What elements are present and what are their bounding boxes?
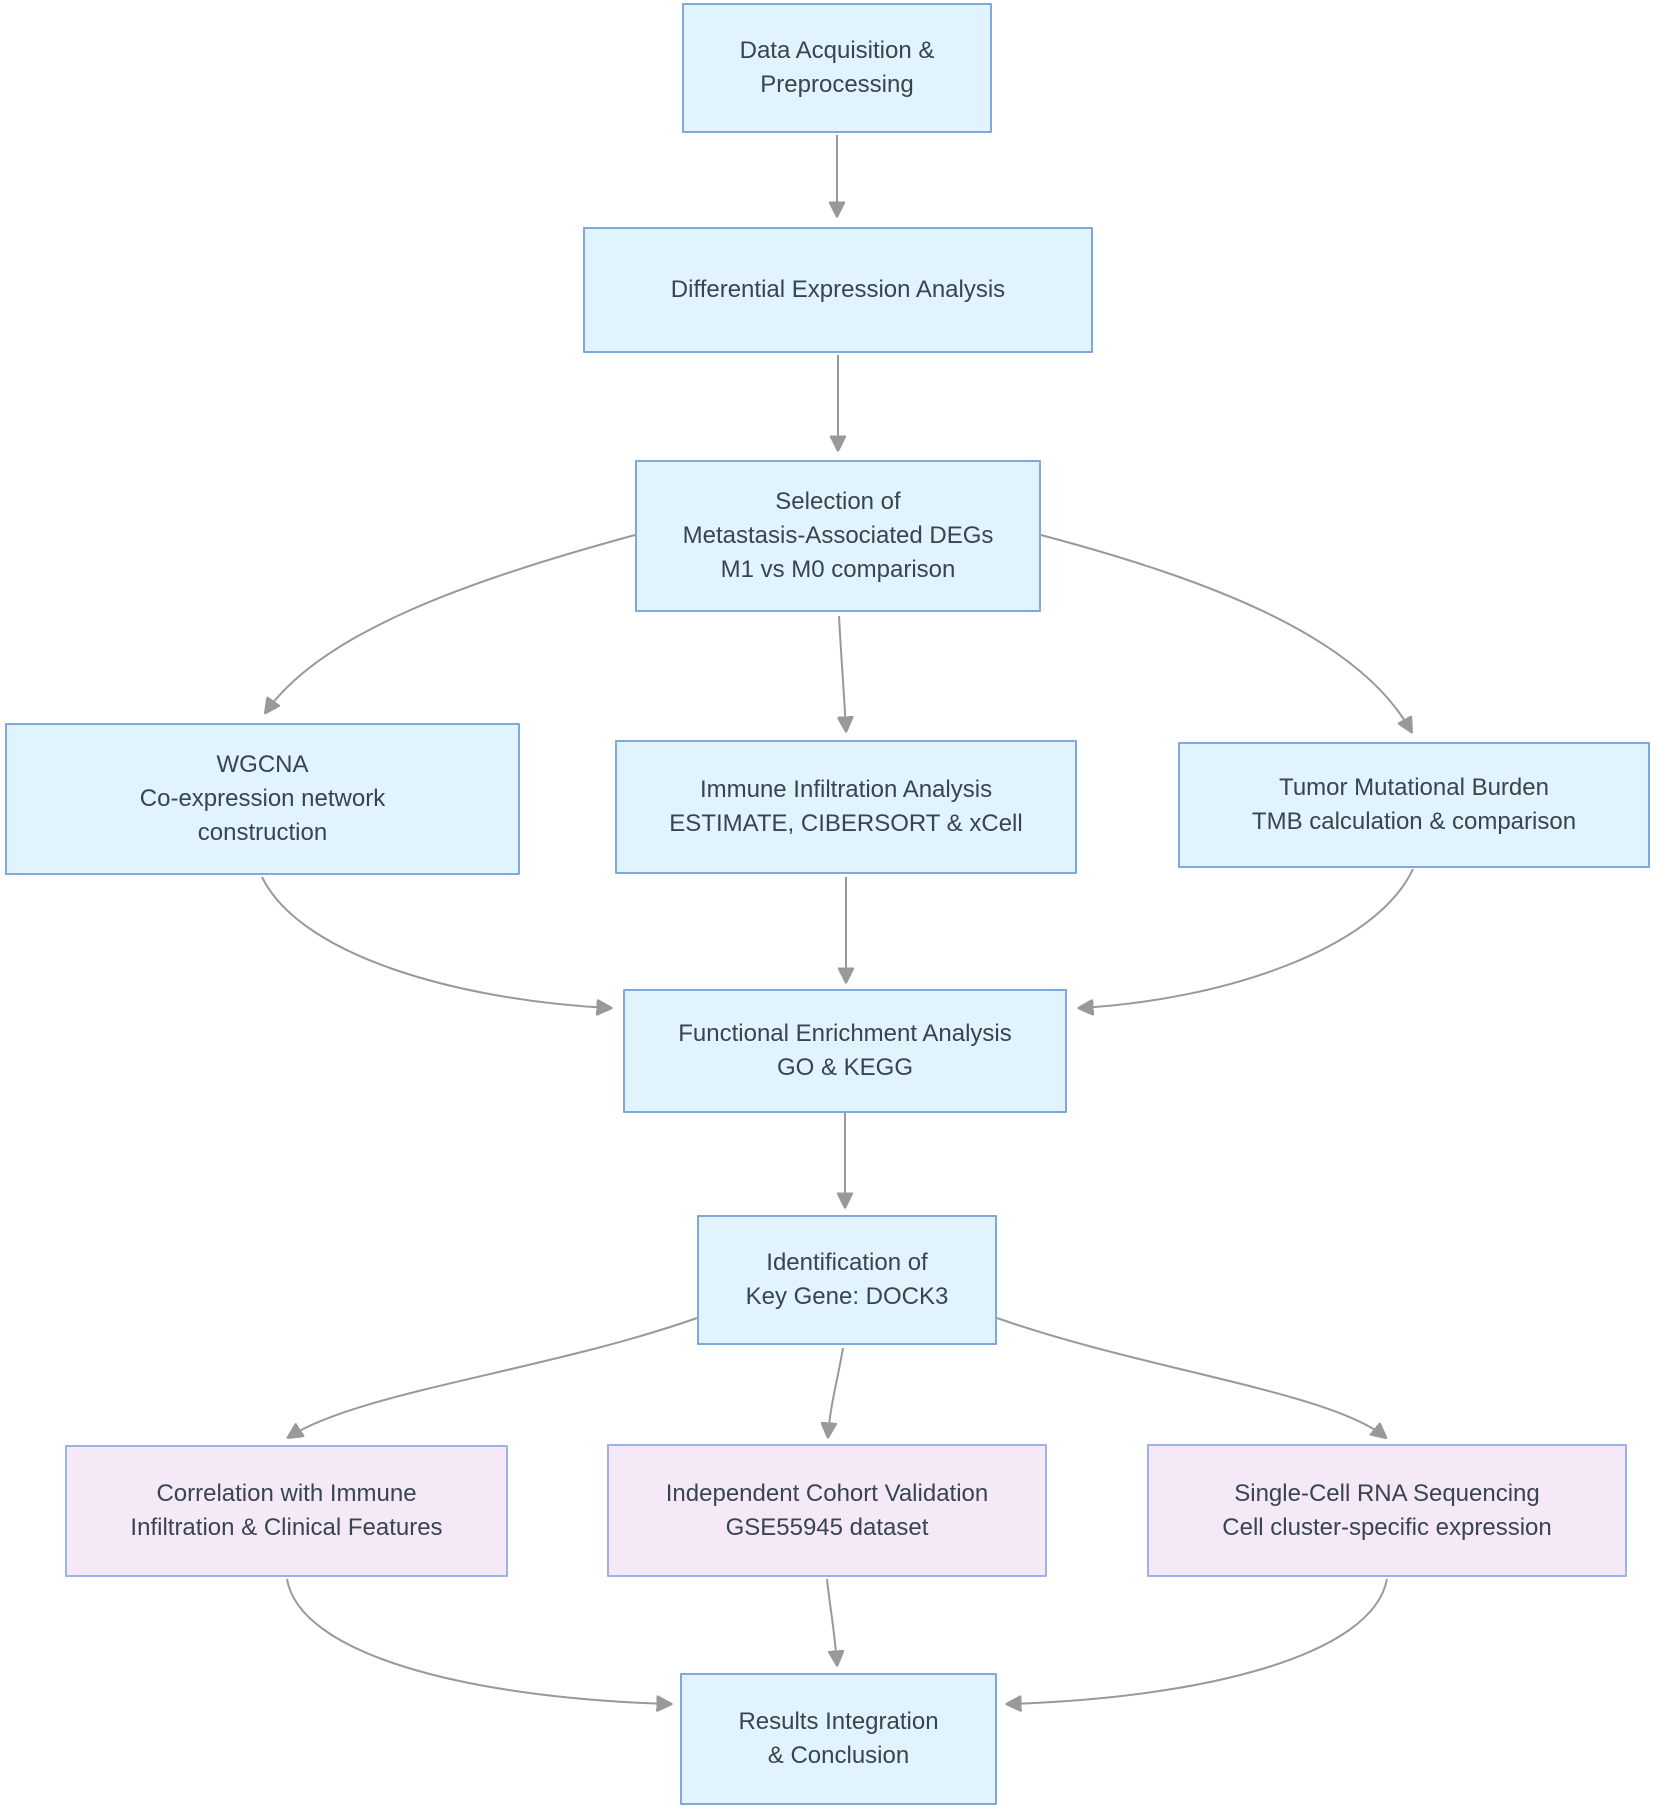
node-line: Immune Infiltration Analysis	[699, 776, 993, 803]
edge-deg-selection-to-wgcna	[266, 534, 636, 712]
node-line: TMB calculation & comparison	[1251, 808, 1577, 835]
node-line: GO & KEGG	[776, 1054, 914, 1081]
edge-key-gene-to-immune-correlation	[289, 1317, 698, 1437]
edge-tmb-to-functional-enrichment	[1080, 868, 1414, 1008]
edge-scrna-to-results	[1008, 1578, 1388, 1704]
node-line: Metastasis-Associated DEGs	[682, 522, 994, 549]
node-tmb: Tumor Mutational Burden TMB calculation …	[1178, 742, 1650, 868]
node-results: Results Integration & Conclusion	[680, 1673, 997, 1805]
node-immune-infiltration: Immune Infiltration Analysis ESTIMATE, C…	[615, 740, 1077, 874]
node-wgcna: WGCNA Co-expression network construction	[5, 723, 520, 875]
node-data-acquisition: Data Acquisition & Preprocessing	[682, 3, 992, 133]
node-line: ESTIMATE, CIBERSORT & xCell	[669, 810, 1023, 837]
node-line: Identification of	[766, 1249, 928, 1276]
edge-wgcna-to-functional-enrichment	[261, 876, 610, 1008]
node-line: Co-expression network	[139, 785, 386, 812]
node-line: & Conclusion	[767, 1742, 910, 1769]
node-line: Functional Enrichment Analysis	[678, 1020, 1012, 1047]
node-line: GSE55945 dataset	[725, 1513, 929, 1541]
node-deg-selection: Selection of Metastasis-Associated DEGs …	[635, 460, 1041, 612]
node-scrna: Single-Cell RNA Sequencing Cell cluster-…	[1147, 1444, 1627, 1577]
node-line: Preprocessing	[760, 71, 914, 98]
node-line: Cell cluster-specific expression	[1222, 1513, 1552, 1541]
node-line: Selection of	[775, 488, 901, 515]
node-line: Differential Expression Analysis	[670, 276, 1006, 303]
node-line: Data Acquisition &	[739, 37, 935, 64]
node-line: WGCNA	[216, 751, 309, 778]
edge-deg-selection-to-tmb	[1040, 534, 1411, 731]
node-line: Independent Cohort Validation	[665, 1479, 989, 1507]
node-line: Infiltration & Clinical Features	[130, 1514, 443, 1541]
node-line: Single-Cell RNA Sequencing	[1234, 1479, 1540, 1507]
node-line: Correlation with Immune	[156, 1480, 417, 1507]
edge-key-gene-to-cohort-validation	[828, 1347, 844, 1436]
node-immune-correlation: Correlation with Immune Infiltration & C…	[65, 1445, 508, 1577]
edge-cohort-validation-to-results	[826, 1578, 837, 1664]
edge-deg-selection-to-immune-infiltration	[839, 615, 846, 730]
node-key-gene: Identification of Key Gene: DOCK3	[697, 1215, 997, 1345]
node-line: Results Integration	[738, 1708, 939, 1735]
node-cohort-validation: Independent Cohort Validation GSE55945 d…	[607, 1444, 1047, 1577]
edge-key-gene-to-scrna	[996, 1317, 1385, 1437]
node-line: Tumor Mutational Burden	[1279, 774, 1549, 801]
node-differential-expression: Differential Expression Analysis	[583, 227, 1093, 353]
node-functional-enrichment: Functional Enrichment Analysis GO & KEGG	[623, 989, 1067, 1113]
node-line: M1 vs M0 comparison	[720, 556, 956, 583]
node-line: Key Gene: DOCK3	[745, 1283, 949, 1310]
edge-immune-correlation-to-results	[286, 1578, 670, 1704]
node-line: construction	[197, 819, 328, 846]
